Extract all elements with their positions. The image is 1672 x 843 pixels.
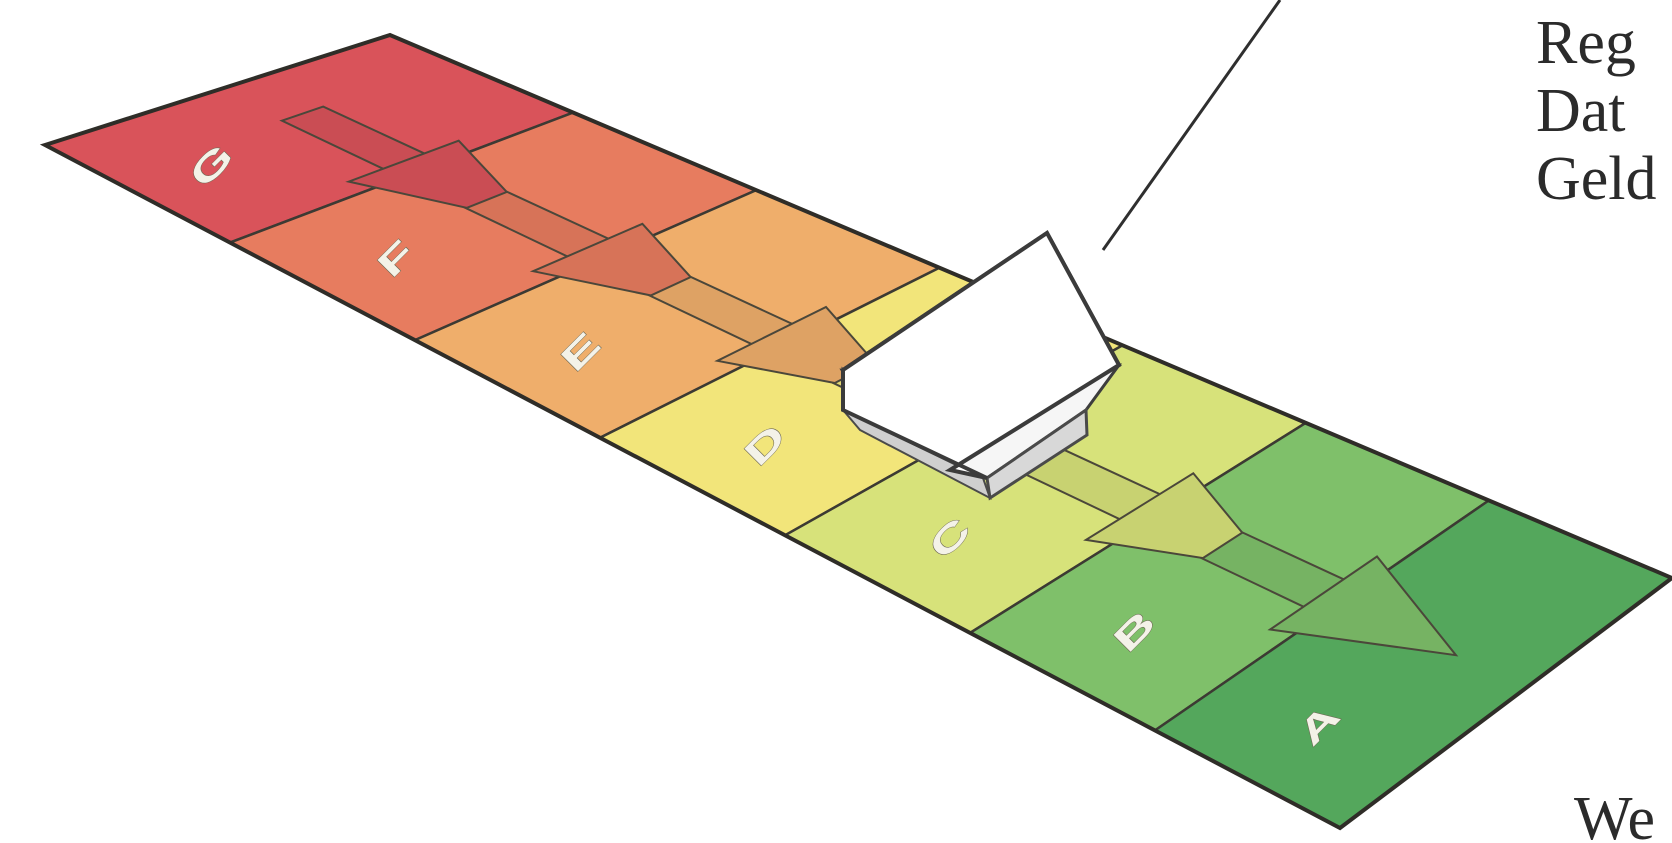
house-body — [841, 230, 1122, 480]
energy-bands — [39, 32, 1672, 831]
side-text-line-3: Geld — [1536, 145, 1657, 213]
side-text-line-1: Reg — [1536, 9, 1636, 77]
arrow-from-b — [1200, 531, 1459, 657]
house-icon — [839, 230, 1123, 501]
bottom-text-fragment: We — [1574, 785, 1656, 843]
house-side-wall — [985, 407, 1089, 501]
callout-line — [1101, 0, 1282, 251]
side-text-line-2: Dat — [1536, 77, 1626, 145]
label-border — [39, 32, 1672, 831]
